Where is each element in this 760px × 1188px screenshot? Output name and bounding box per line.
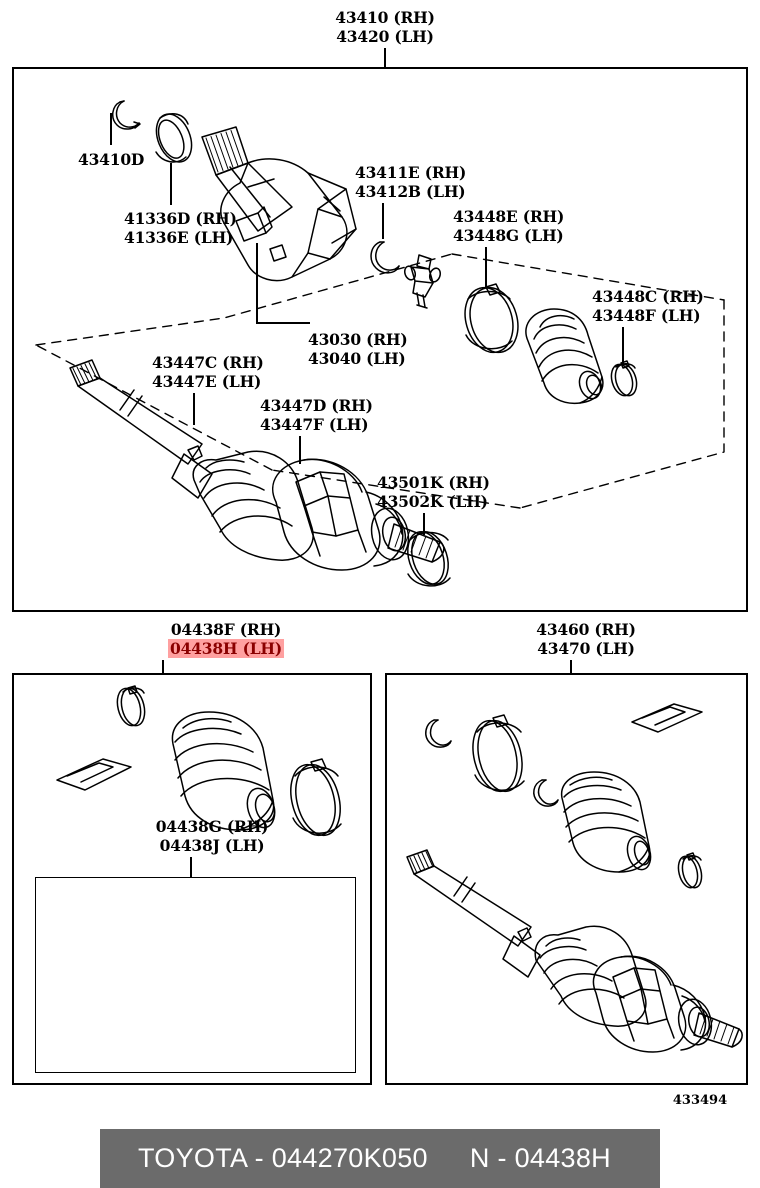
boot-kit-title: 04438F (RH) 04438H (LH) — [168, 620, 284, 658]
label-inboard-joint: 43030 (RH) 43040 (LH) — [308, 330, 408, 368]
leader-boot-clamp-large — [485, 247, 487, 287]
figure-number: 433494 — [672, 1093, 728, 1108]
leader-boot-clamp-small — [622, 327, 624, 365]
label-outboard-clamp-large: 43447D (RH) 43447F (LH) — [260, 396, 373, 434]
shaft-assembly-panel — [385, 673, 748, 1085]
leader-snap-ring — [110, 113, 112, 145]
label-outboard-clamp-small: 43447C (RH) 43447E (LH) — [152, 353, 264, 391]
inboard-boot-kit-title-leader — [190, 857, 192, 877]
label-snap-ring: 43410D — [78, 150, 145, 169]
leader-outboard-clamp-small — [193, 393, 195, 425]
footer-brand-part: TOYOTA - 044270K050 — [138, 1143, 428, 1173]
shaft-assembly-title: 43460 (RH) 43470 (LH) — [536, 620, 636, 658]
leader-inboard-joint-h — [256, 322, 310, 324]
label-outboard-snap-ring: 43501K (RH) 43502K (LH) — [377, 473, 490, 511]
leader-inboard-joint-v — [256, 243, 258, 323]
main-title-leader — [384, 48, 386, 68]
label-inboard-snap-ring: 43411E (RH) 43412B (LH) — [355, 163, 467, 201]
footer-reference: N - 04438H — [469, 1143, 611, 1173]
label-boot-clamp-large: 43448E (RH) 43448G (LH) — [453, 207, 565, 245]
main-panel-title: 43410 (RH) 43420 (LH) — [335, 8, 435, 46]
leader-inboard-snap-ring — [382, 203, 384, 239]
leader-outboard-snap-ring — [423, 513, 425, 535]
footer-bar: TOYOTA - 044270K050 N - 04438H — [100, 1129, 660, 1188]
leader-oil-seal — [170, 163, 172, 205]
inboard-boot-kit-title: 04438G (RH) 04438J (LH) — [155, 817, 269, 855]
boot-kit-title-leader — [162, 660, 164, 678]
inboard-boot-kit-subpanel — [35, 877, 356, 1073]
label-oil-seal: 41336D (RH) 41336E (LH) — [124, 209, 237, 247]
shaft-assembly-title-leader — [570, 660, 572, 678]
leader-outboard-clamp-large — [299, 436, 301, 464]
label-boot-clamp-small: 43448C (RH) 43448F (LH) — [592, 287, 704, 325]
